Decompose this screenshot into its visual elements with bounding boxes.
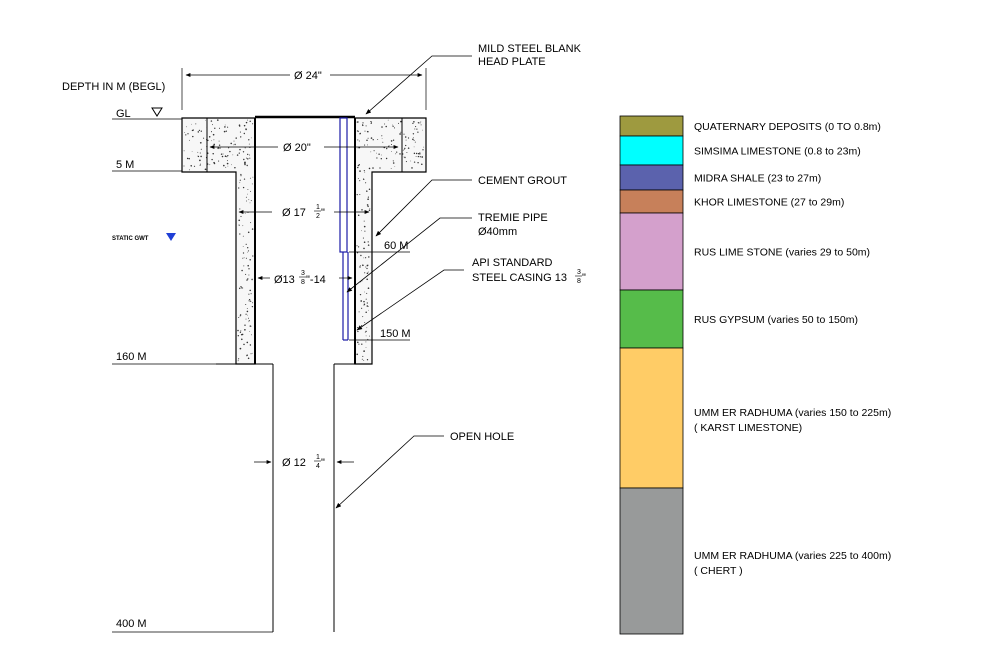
stratum-4-swatch bbox=[619, 212, 684, 291]
depth-axis-label: DEPTH IN M (BEGL) bbox=[62, 81, 165, 93]
dim-17-label: Ø 17 bbox=[282, 207, 306, 219]
callout-casing-1: API STANDARD bbox=[472, 257, 553, 269]
stratum-7-swatch bbox=[619, 487, 684, 635]
grout-stipple bbox=[183, 119, 425, 362]
dim-17-suffix: " bbox=[321, 207, 325, 219]
dim-12-suffix: " bbox=[321, 457, 325, 469]
depth-5m-label: 5 M bbox=[116, 159, 134, 171]
stratum-4-label: RUS LIME STONE (varies 29 to 50m) bbox=[694, 247, 870, 259]
callout-casing-leader bbox=[356, 269, 464, 331]
stratum-2-label: MIDRA SHALE (23 to 27m) bbox=[694, 173, 821, 185]
callout-head-plate-1: MILD STEEL BLANK bbox=[478, 43, 582, 55]
cement-grout-left bbox=[181, 117, 256, 365]
dim-12-label: Ø 12 bbox=[282, 457, 306, 469]
stratum-6-label2: ( KARST LIMESTONE) bbox=[694, 422, 802, 434]
static-gwt-label: STATIC GWT bbox=[112, 236, 149, 242]
callout-casing-2: STEEL CASING 13 bbox=[472, 272, 567, 284]
dim-17-frac-den: 2 bbox=[316, 213, 320, 220]
dim-20-label: Ø 20" bbox=[283, 142, 311, 154]
depth-400m-label: 400 M bbox=[116, 618, 147, 630]
callout-head-plate-2: HEAD PLATE bbox=[478, 56, 546, 68]
callout-head-plate-leader bbox=[365, 55, 472, 115]
callout-casing-suffix: " bbox=[582, 272, 586, 284]
stratum-3-swatch bbox=[619, 189, 684, 214]
dim-17-frac-num: 1 bbox=[316, 204, 320, 211]
depth-160m-label: 160 M bbox=[116, 351, 147, 363]
strata-column: QUATERNARY DEPOSITS (0 TO 0.8m) SIMSIMA L… bbox=[619, 115, 891, 635]
stratum-0-label: QUATERNARY DEPOSITS (0 TO 0.8m) bbox=[694, 121, 881, 133]
stratum-7-label2: ( CHERT ) bbox=[694, 565, 743, 577]
callout-open-hole-leader bbox=[335, 435, 444, 509]
dim-13-label: Ø13 bbox=[274, 274, 295, 286]
dim-13-frac-num: 3 bbox=[301, 270, 305, 277]
callout-open-hole: OPEN HOLE bbox=[450, 431, 514, 443]
stratum-0-swatch bbox=[619, 115, 684, 137]
callout-casing-frac-den: 8 bbox=[577, 278, 581, 285]
stratum-7-label: UMM ER RADHUMA (varies 225 to 400m) bbox=[694, 550, 891, 562]
callout-casing-frac-num: 3 bbox=[577, 269, 581, 276]
tremie-pipe-upper bbox=[339, 117, 348, 253]
stratum-1-swatch bbox=[619, 135, 684, 166]
gl-label: GL bbox=[116, 108, 131, 120]
dim-13-suffix: "-14 bbox=[306, 274, 326, 286]
stratum-1-label: SIMSIMA LIMESTONE (0.8 to 23m) bbox=[694, 146, 861, 158]
dim-12-frac-num: 1 bbox=[316, 454, 320, 461]
callout-cement-grout: CEMENT GROUT bbox=[478, 175, 567, 187]
callout-tremie-1: TREMIE PIPE bbox=[478, 212, 548, 224]
stratum-5-swatch bbox=[619, 289, 684, 349]
stratum-5-label: RUS GYPSUM (varies 50 to 150m) bbox=[694, 314, 858, 326]
stratum-3-label: KHOR LIMESTONE (27 to 29m) bbox=[694, 197, 844, 209]
dim-13-frac-den: 8 bbox=[301, 279, 305, 286]
dim-24-label: Ø 24" bbox=[294, 70, 322, 82]
dim-12-frac-den: 4 bbox=[316, 463, 320, 470]
callout-grout-leader bbox=[375, 179, 472, 237]
mark-150m-label: 150 M bbox=[380, 328, 411, 340]
callout-tremie-leader bbox=[346, 217, 472, 293]
mark-60m-label: 60 M bbox=[384, 240, 408, 252]
gl-triangle-icon bbox=[151, 107, 163, 117]
gwt-triangle-icon bbox=[166, 233, 176, 241]
callout-tremie-2: Ø40mm bbox=[478, 226, 517, 238]
stratum-2-swatch bbox=[619, 164, 684, 191]
stratum-6-swatch bbox=[619, 347, 684, 489]
stratum-6-label: UMM ER RADHUMA (varies 150 to 225m) bbox=[694, 407, 891, 419]
